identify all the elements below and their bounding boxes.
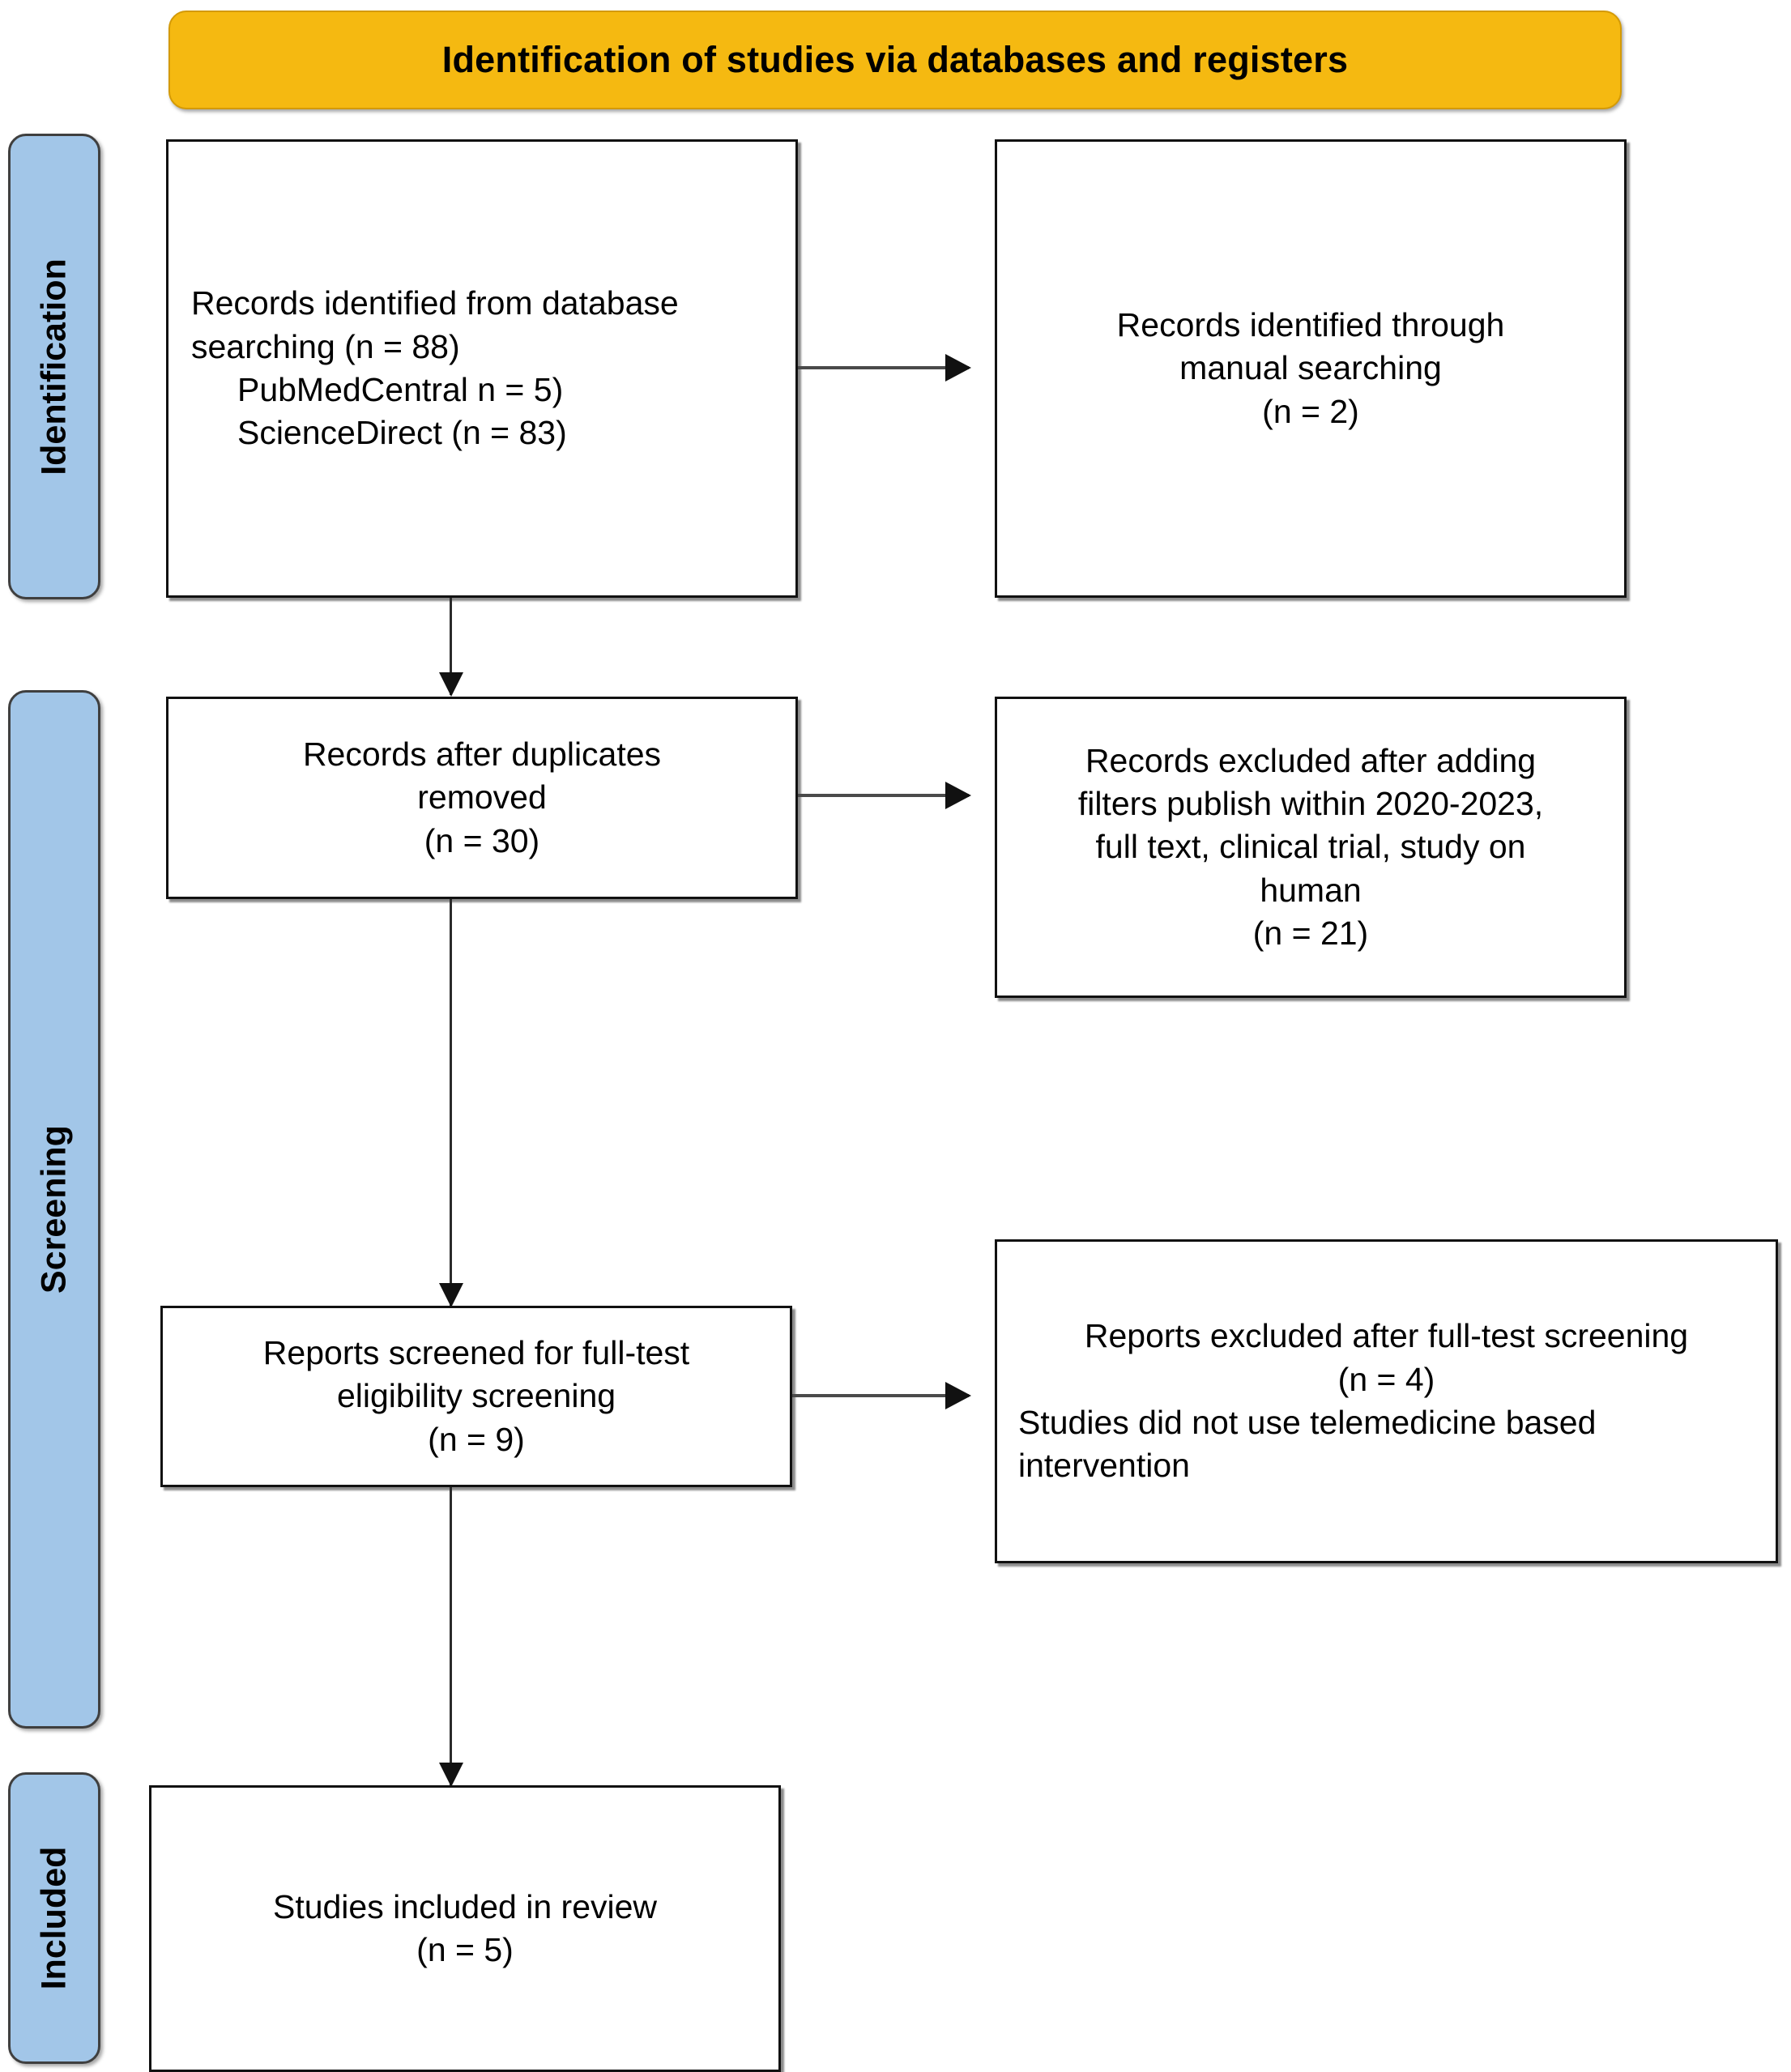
arrow-screened-to-included — [450, 1487, 452, 1785]
stage-tab-screening: Screening — [8, 690, 100, 1729]
arrow-duplicates-to-excluded-filters — [798, 794, 969, 797]
stage-tab-identification: Identification — [8, 134, 100, 599]
arrow-database-to-duplicates — [450, 598, 452, 695]
stage-tab-screening-label: Screening — [34, 1125, 74, 1294]
stage-tab-identification-label: Identification — [34, 258, 74, 475]
box-records-identified-database-text: Records identified from database searchi… — [191, 284, 679, 452]
box-reports-excluded-fulltext-line3: Studies did not use telemedicine based i… — [1018, 1404, 1597, 1485]
arrow-database-to-manual — [798, 366, 969, 369]
stage-tab-included-label: Included — [34, 1846, 74, 1990]
box-records-identified-manual-text: Records identified through manual search… — [1116, 306, 1505, 430]
diagram-header-banner: Identification of studies via databases … — [168, 11, 1622, 109]
box-reports-screened-eligibility-text: Reports screened for full-test eligibili… — [262, 1334, 690, 1458]
box-reports-excluded-fulltext: Reports excluded after full-test screeni… — [995, 1239, 1778, 1563]
box-studies-included-review-text: Studies included in review (n = 5) — [272, 1887, 658, 1968]
box-records-excluded-filters-text: Records excluded after adding filters pu… — [1077, 741, 1544, 952]
box-records-identified-manual: Records identified through manual search… — [995, 139, 1627, 598]
box-records-excluded-filters: Records excluded after adding filters pu… — [995, 697, 1627, 998]
banner-title: Identification of studies via databases … — [441, 39, 1349, 80]
box-studies-included-review: Studies included in review (n = 5) — [149, 1785, 781, 2072]
arrow-duplicates-to-reports-screened — [450, 899, 452, 1306]
box-reports-excluded-fulltext-line1: Reports excluded after full-test screeni… — [1084, 1317, 1689, 1355]
stage-tab-included: Included — [8, 1772, 100, 2064]
box-reports-screened-eligibility: Reports screened for full-test eligibili… — [160, 1306, 792, 1487]
box-reports-excluded-fulltext-line2: (n = 4) — [1337, 1360, 1435, 1398]
box-records-identified-database: Records identified from database searchi… — [166, 139, 798, 598]
box-records-after-duplicates-text: Records after duplicates removed (n = 30… — [302, 735, 662, 859]
arrow-screened-to-excluded-fulltext — [792, 1394, 969, 1397]
box-records-after-duplicates: Records after duplicates removed (n = 30… — [166, 697, 798, 899]
